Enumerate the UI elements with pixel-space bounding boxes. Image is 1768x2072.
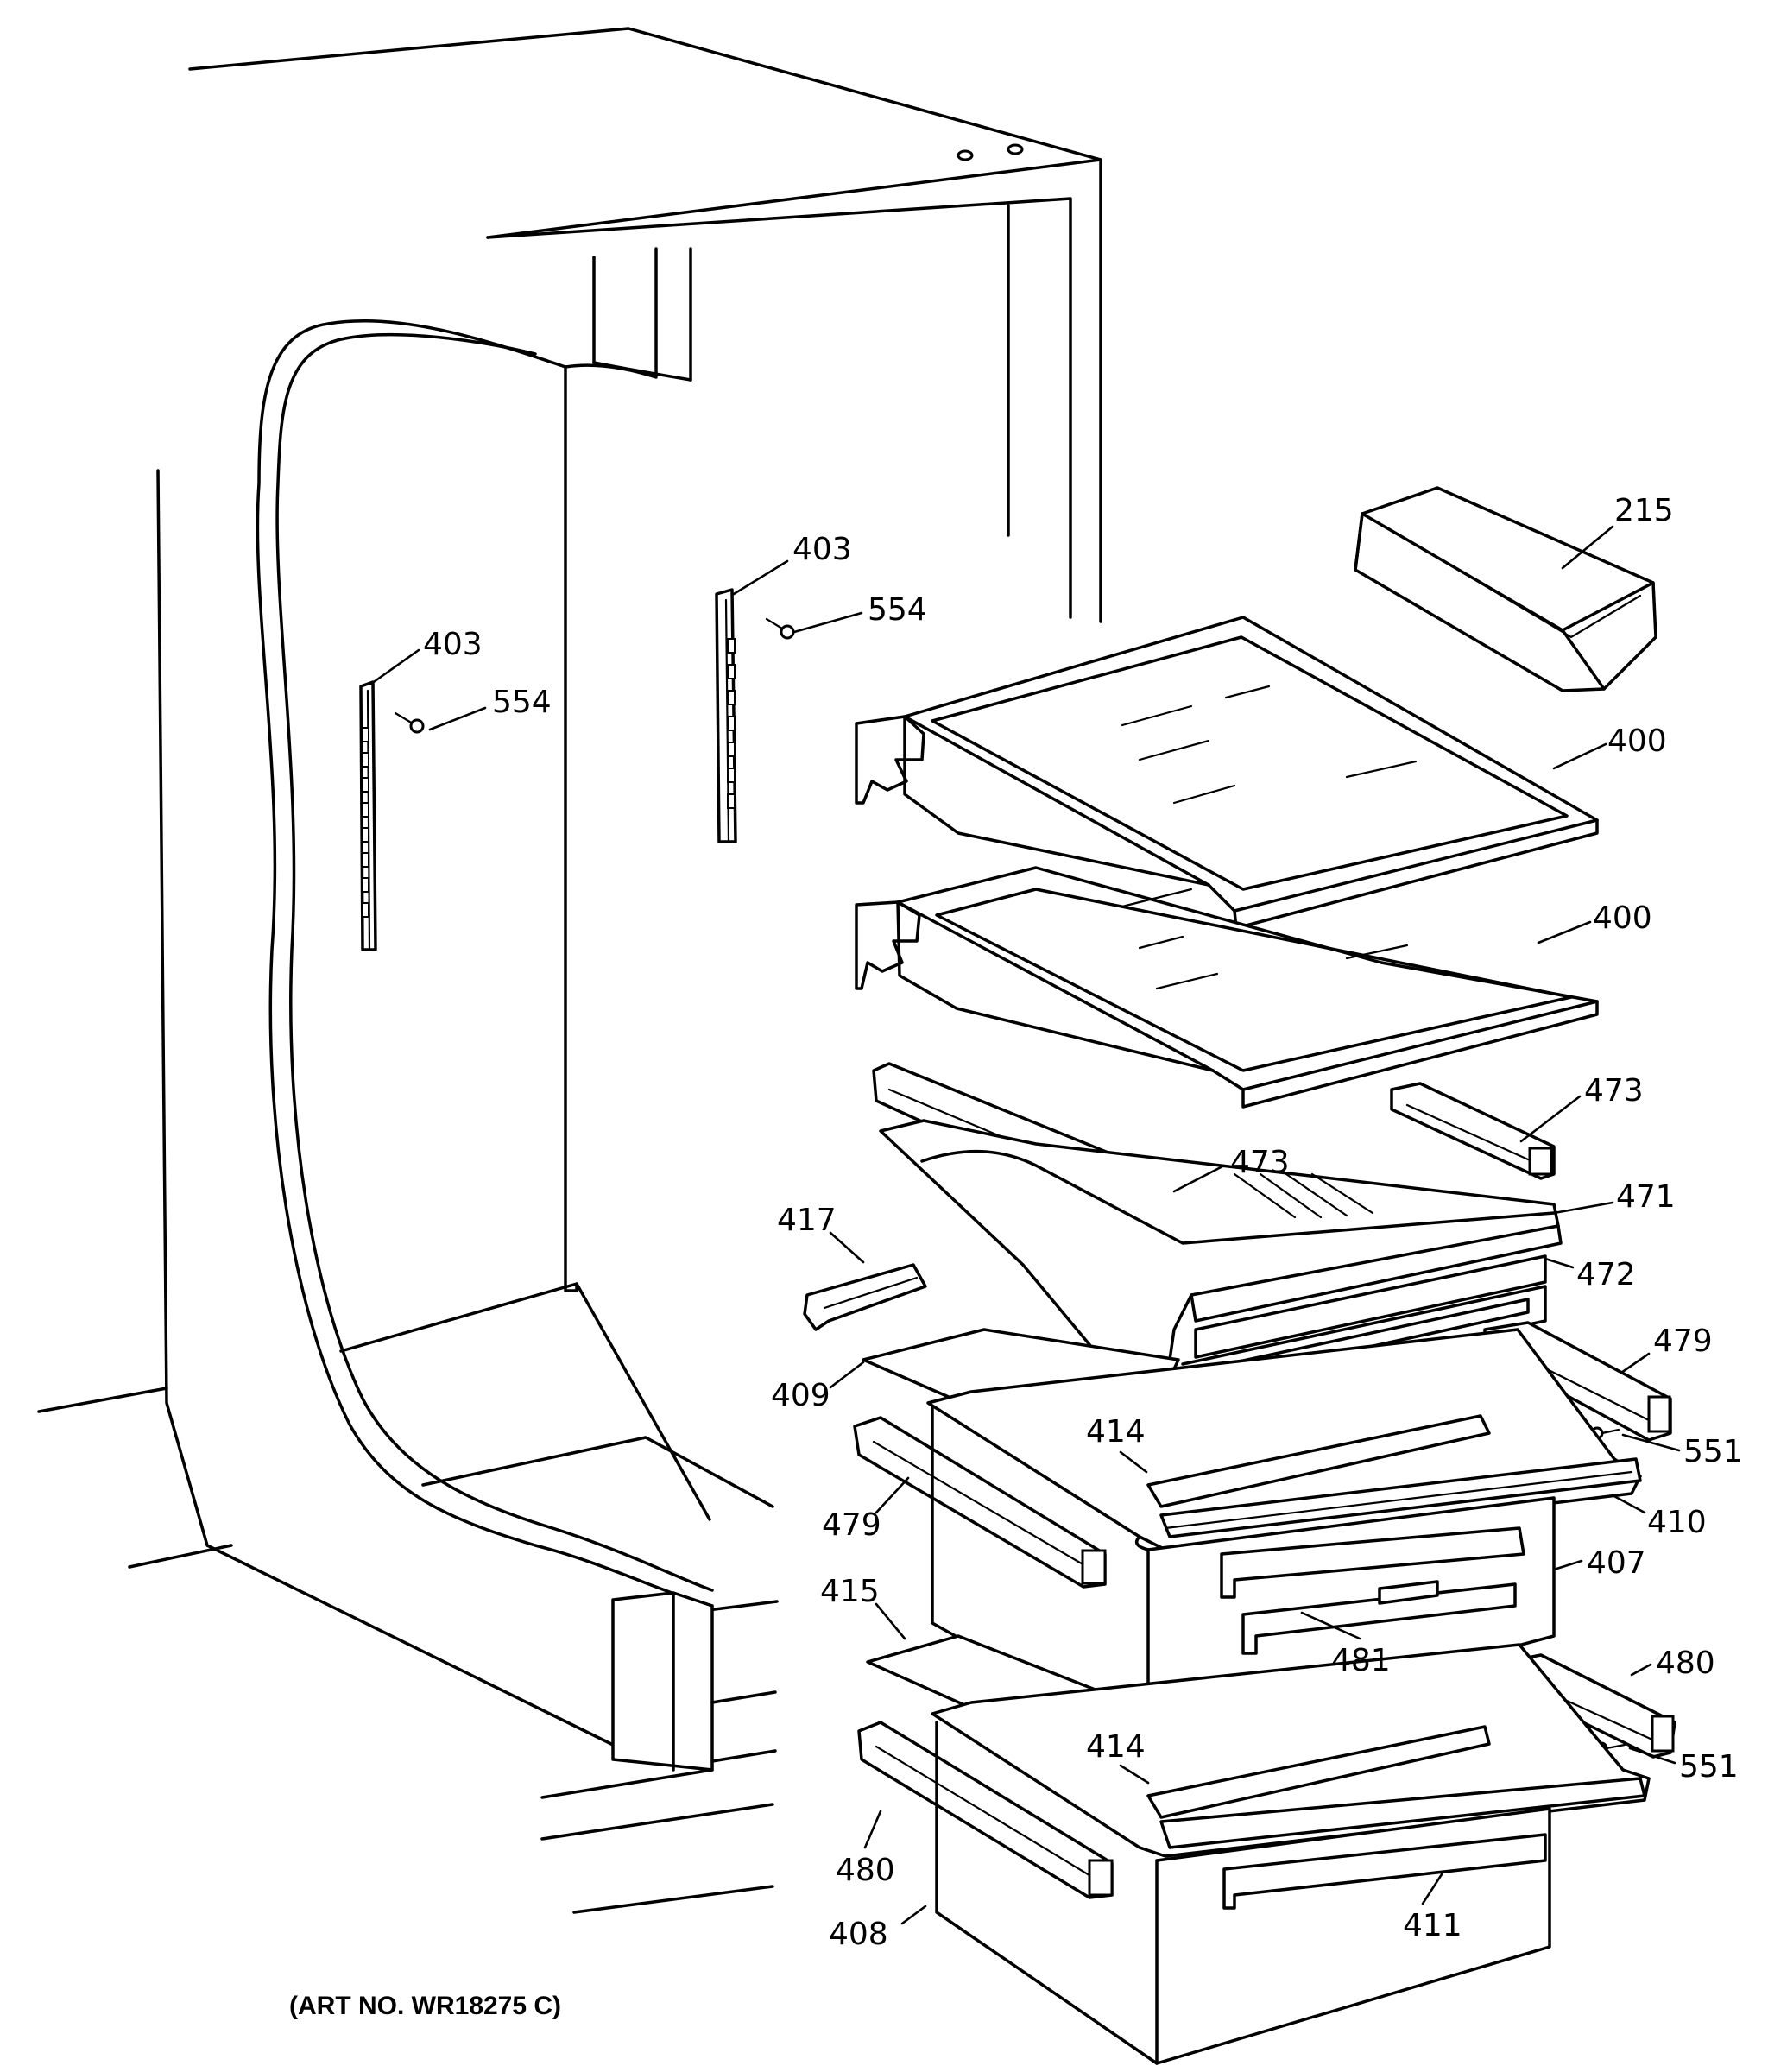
callout-473-center: 473 [1230, 1145, 1290, 1180]
callout-554-right: 554 [868, 592, 927, 628]
art-number-caption: (ART NO. WR18275 C) [289, 1992, 561, 2020]
refrigerator-cabinet [37, 27, 1102, 1914]
callout-480-left: 480 [836, 1853, 895, 1888]
callout-414-upper: 414 [1086, 1414, 1146, 1450]
callout-551-upper: 551 [1683, 1434, 1743, 1469]
slide-479-left [853, 1416, 1107, 1589]
callout-414-lower: 414 [1086, 1729, 1146, 1765]
leader-lines [369, 525, 1681, 1925]
bin-215 [1354, 486, 1658, 692]
callout-479-right: 479 [1653, 1323, 1713, 1359]
callout-417: 417 [777, 1203, 837, 1238]
callout-408: 408 [829, 1917, 888, 1952]
callout-400-lower: 400 [1593, 900, 1652, 936]
pan-407 [926, 1328, 1642, 1746]
callout-403-left: 403 [423, 627, 483, 662]
callout-554-left: 554 [492, 685, 552, 720]
callout-400-upper: 400 [1607, 723, 1667, 759]
callout-472: 472 [1576, 1257, 1636, 1292]
callout-215: 215 [1614, 493, 1674, 528]
callout-473-right: 473 [1584, 1073, 1644, 1109]
pan-408 [931, 1643, 1651, 2065]
shelf-support-ladder-left [359, 680, 377, 951]
callout-480-right: 480 [1656, 1646, 1715, 1681]
callout-415: 415 [820, 1574, 880, 1609]
callout-403-right: 403 [792, 532, 852, 567]
shelf-support-ladder-right [715, 588, 737, 843]
slide-480-left [857, 1721, 1114, 1899]
callout-471: 471 [1616, 1179, 1676, 1215]
screw-554-left [394, 711, 425, 734]
callout-410: 410 [1647, 1505, 1707, 1540]
callout-407: 407 [1587, 1545, 1646, 1581]
glass-shelf-400-upper [855, 616, 1599, 930]
callout-411: 411 [1403, 1908, 1462, 1943]
callout-481: 481 [1331, 1643, 1391, 1678]
callout-551-lower: 551 [1679, 1749, 1739, 1785]
callout-479-left: 479 [822, 1507, 881, 1543]
slide-417 [803, 1263, 927, 1331]
screw-554-right [765, 617, 795, 640]
slide-473-right [1390, 1082, 1556, 1180]
glass-shelf-400-lower [855, 866, 1599, 1109]
callout-labels: 215 400 400 403 403 554 554 473 473 471 … [423, 493, 1743, 1952]
callout-409: 409 [771, 1378, 830, 1413]
